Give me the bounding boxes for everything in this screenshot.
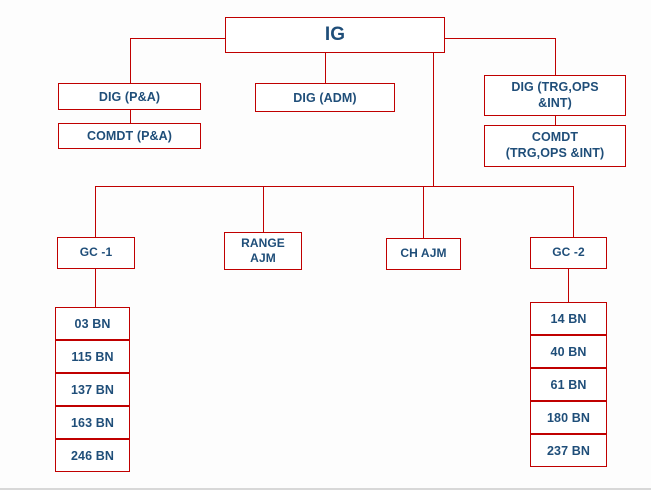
node-comdt-pa-label: COMDT (P&A)	[86, 129, 173, 143]
node-unit-gc2-3-label: 180 BN	[547, 410, 590, 425]
node-unit-gc2-1[interactable]: 40 BN	[530, 335, 607, 368]
node-unit-gc1-1-label: 115 BN	[71, 349, 114, 364]
node-unit-gc1-0-label: 03 BN	[74, 316, 111, 331]
node-unit-gc2-2-label: 61 BN	[550, 377, 587, 392]
node-ch-ajm[interactable]: CH AJM	[386, 238, 461, 270]
node-unit-gc2-4[interactable]: 237 BN	[530, 434, 607, 467]
node-unit-gc2-0-label: 14 BN	[550, 311, 587, 326]
node-dig-pa-label: DIG (P&A)	[98, 89, 161, 104]
connector-bus-to-gc1	[95, 186, 97, 237]
node-ch-ajm-label: CH AJM	[400, 246, 447, 261]
page-bottom-edge	[0, 488, 651, 490]
connector-bus-to-ch-ajm	[423, 186, 425, 238]
connector-digpa-comdtpa	[130, 110, 132, 123]
node-comdt-trg-ops-int-label-line1: COMDT	[531, 130, 579, 145]
node-comdt-pa[interactable]: COMDT (P&A)	[58, 123, 201, 149]
connector-ig-main-trunk	[433, 53, 435, 186]
connector-right-drop	[555, 38, 557, 75]
node-unit-gc1-4-label: 246 BN	[71, 448, 114, 463]
node-ig[interactable]: IG	[225, 17, 445, 53]
node-unit-gc1-2-label: 137 BN	[71, 382, 114, 397]
node-gc-1-label: GC -1	[79, 245, 113, 260]
node-dig-adm[interactable]: DIG (ADM)	[255, 83, 395, 112]
connector-ig-to-right	[444, 38, 556, 40]
connector-gc1-to-units	[95, 268, 97, 307]
connector-bus-to-range-ajm	[263, 186, 265, 232]
node-unit-gc1-0[interactable]: 03 BN	[55, 307, 130, 340]
node-gc-2-label: GC -2	[552, 245, 585, 260]
node-dig-trg-ops-int-label-line2: &INT)	[538, 95, 572, 110]
node-dig-adm-label: DIG (ADM)	[293, 90, 357, 105]
node-dig-trg-ops-int[interactable]: DIG (TRG,OPS &INT)	[484, 75, 626, 116]
connector-left-drop	[130, 38, 132, 83]
node-unit-gc2-3[interactable]: 180 BN	[530, 401, 607, 434]
node-unit-gc2-0[interactable]: 14 BN	[530, 302, 607, 335]
node-unit-gc2-4-label: 237 BN	[547, 443, 590, 458]
node-gc-1[interactable]: GC -1	[57, 237, 135, 269]
node-range-ajm-label-line1: RANGE	[241, 236, 285, 250]
connector-bus-to-gc2	[573, 186, 575, 237]
node-gc-2[interactable]: GC -2	[530, 237, 607, 269]
node-unit-gc1-3[interactable]: 163 BN	[55, 406, 130, 439]
node-unit-gc1-4[interactable]: 246 BN	[55, 439, 130, 472]
node-range-ajm[interactable]: RANGE AJM	[224, 232, 302, 270]
connector-branch-bus	[95, 186, 574, 188]
connector-digtrg-comdttrg	[555, 116, 557, 125]
connector-ig-to-left	[130, 38, 227, 40]
connector-ig-to-adm	[325, 53, 327, 83]
node-unit-gc1-1[interactable]: 115 BN	[55, 340, 130, 373]
node-ig-label: IG	[324, 24, 346, 46]
node-unit-gc2-2[interactable]: 61 BN	[530, 368, 607, 401]
node-unit-gc1-3-label: 163 BN	[71, 415, 114, 430]
node-comdt-trg-ops-int-label-line2: (TRG,OPS &INT)	[505, 146, 605, 160]
node-comdt-trg-ops-int[interactable]: COMDT (TRG,OPS &INT)	[484, 125, 626, 167]
node-dig-pa[interactable]: DIG (P&A)	[58, 83, 201, 110]
node-range-ajm-label-line2: AJM	[250, 251, 276, 265]
node-dig-trg-ops-int-label-line1: DIG (TRG,OPS	[511, 79, 599, 94]
node-unit-gc2-1-label: 40 BN	[550, 344, 587, 359]
node-unit-gc1-2[interactable]: 137 BN	[55, 373, 130, 406]
connector-gc2-to-units	[568, 269, 570, 302]
